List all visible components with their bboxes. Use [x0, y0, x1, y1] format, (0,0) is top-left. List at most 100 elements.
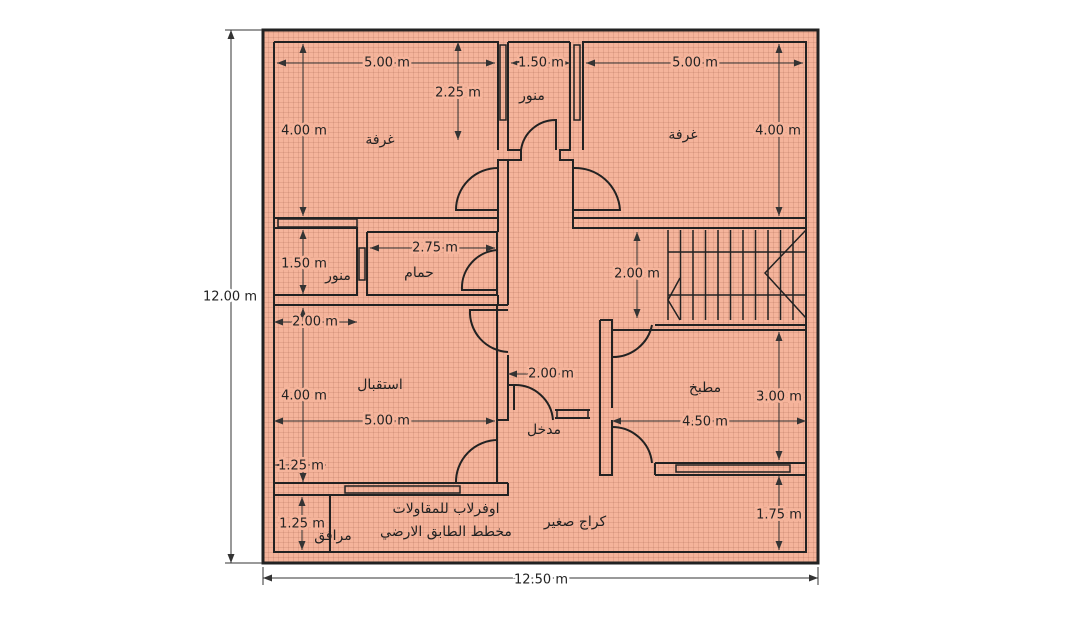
wall	[600, 319, 806, 331]
dim-bedroom-left-height: 4.00 m	[281, 124, 327, 139]
dim-kitchen-width: 4.50 m	[682, 415, 728, 430]
caption-company: اوفرلاب للمقاولات	[393, 501, 500, 517]
wall	[273, 41, 807, 553]
door-swing	[513, 383, 554, 421]
wall	[274, 41, 499, 150]
dim-kitchen-height: 3.00 m	[756, 390, 802, 405]
dimension-arrowhead	[274, 318, 283, 326]
room-label-bathroom: حمام	[404, 265, 434, 281]
door-swing	[572, 166, 622, 211]
dim-total-width: 12.50 m	[514, 573, 568, 588]
dimension-arrowhead	[299, 308, 307, 317]
dimension-arrowhead	[299, 44, 307, 53]
door-swing	[454, 439, 499, 484]
floor-plan-background	[263, 30, 818, 563]
dim-reception-height: 4.00 m	[281, 389, 327, 404]
dimension-arrowhead	[275, 461, 284, 469]
dim-munawar-left-height: 1.50 m	[281, 257, 327, 272]
dim-utility-height: 1.25 m	[279, 517, 325, 532]
dim-bedroom-right-height: 4.00 m	[755, 124, 801, 139]
room-label-garage: كراج صغير	[543, 514, 607, 530]
dimension-arrowhead	[775, 541, 783, 550]
dimension-arrowhead	[274, 417, 283, 425]
dimension-arrowhead	[299, 473, 307, 482]
window	[499, 44, 507, 121]
dimension-arrowhead	[486, 417, 495, 425]
door-swing	[611, 425, 653, 464]
dimension-arrowhead	[298, 497, 306, 506]
wall	[497, 295, 508, 306]
dimension-arrowhead	[561, 59, 570, 67]
dimension-arrowhead	[299, 230, 307, 239]
dim-bedroom-left-partial-height: 2.25 m	[435, 86, 481, 101]
wall	[497, 355, 509, 421]
room-label-munawar-left: منور	[324, 268, 351, 284]
dimension-arrowhead	[299, 207, 307, 216]
dimension-arrowhead	[612, 417, 621, 425]
dim-bathroom-width: 2.75 m	[412, 241, 458, 256]
dimension-arrowhead	[775, 476, 783, 485]
window	[573, 44, 581, 121]
dimension-arrowhead	[775, 332, 783, 341]
dimension-arrowhead	[633, 232, 641, 241]
dim-total-height: 12.00 m	[203, 290, 257, 305]
dimension-arrowhead	[809, 574, 818, 582]
dim-munawar-top-width: 1.50 m	[518, 56, 564, 71]
dim-reception-width: 5.00 m	[364, 414, 410, 429]
dimension-arrowhead	[227, 30, 235, 39]
dimension-arrowhead	[454, 42, 462, 51]
room-label-bedroom-left: غرفة	[365, 132, 394, 148]
door-swing	[454, 167, 499, 211]
window	[277, 218, 358, 228]
wall	[274, 227, 358, 296]
window	[675, 464, 791, 473]
room-label-bedroom-right: غرفة	[668, 127, 697, 143]
dim-utility-width: 1.25 m	[278, 459, 324, 474]
window	[556, 409, 589, 419]
dimension-arrowhead	[298, 541, 306, 550]
dim-stair-height: 2.00 m	[614, 267, 660, 282]
dim-bedroom-left-width: 5.00 m	[364, 56, 410, 71]
dimension-arrowhead	[775, 451, 783, 460]
door-swing	[460, 249, 499, 291]
dimension-arrowhead	[563, 370, 572, 378]
window	[344, 485, 461, 494]
door-swing	[611, 324, 653, 359]
wall	[572, 218, 806, 229]
dimension-arrowhead	[317, 461, 326, 469]
dimension-arrowhead	[633, 309, 641, 318]
walls	[261, 28, 820, 565]
dim-munawar-left-width: 2.00 m	[292, 315, 338, 330]
stair-arrow	[763, 229, 807, 319]
dim-bedroom-right-width: 5.00 m	[672, 56, 718, 71]
dimension-arrowhead	[586, 59, 595, 67]
dimension-arrowhead	[263, 574, 272, 582]
dimension-arrowhead	[486, 244, 495, 252]
dimension-arrowhead	[775, 207, 783, 216]
dimension-arrowhead	[348, 318, 357, 326]
outer-wall	[261, 28, 820, 565]
dimension-arrowhead	[511, 59, 520, 67]
dimension-arrowhead	[227, 554, 235, 563]
dimension-arrowhead	[486, 59, 495, 67]
dimension-arrowhead	[794, 59, 803, 67]
dim-garage-height: 1.75 m	[756, 508, 802, 523]
dimension-arrowhead	[277, 59, 286, 67]
caption-plan-title: مخطط الطابق الارضي	[380, 524, 512, 540]
wall	[274, 304, 498, 484]
room-label-kitchen: مطبخ	[689, 380, 721, 396]
room-label-reception: استقبال	[357, 377, 403, 393]
door-swing	[468, 309, 509, 353]
dimension-arrowhead	[775, 44, 783, 53]
dimension-arrowhead	[370, 244, 379, 252]
door-swing	[520, 118, 557, 151]
wall	[274, 483, 509, 496]
room-label-munawar-top: منور	[518, 88, 545, 104]
room-label-utilities: مرافق	[314, 528, 351, 544]
dimension-lines	[225, 29, 819, 585]
dimension-arrowhead	[508, 370, 517, 378]
dim-entrance-width: 2.00 m	[528, 367, 574, 382]
dimension-arrowhead	[454, 131, 462, 140]
window	[358, 247, 366, 281]
